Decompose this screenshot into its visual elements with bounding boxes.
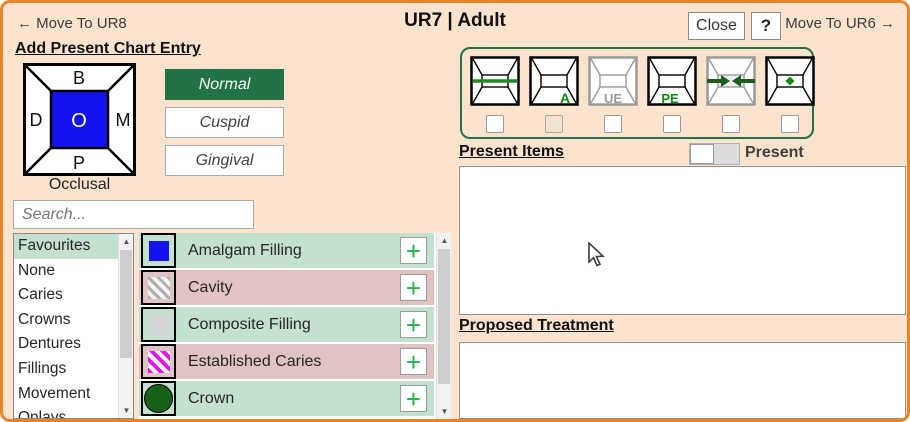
status-checkbox-5[interactable]: [722, 115, 740, 133]
tooth-surface-diagram[interactable]: B D M P O: [23, 63, 136, 176]
scroll-down-icon[interactable]: ▼: [440, 407, 449, 416]
add-established-caries-button[interactable]: +: [400, 348, 427, 375]
tooth-dot-icon[interactable]: [765, 56, 815, 106]
close-button[interactable]: Close: [688, 12, 745, 40]
toggle-knob[interactable]: [690, 144, 714, 164]
status-checkbox-4[interactable]: [663, 115, 681, 133]
add-crown-button[interactable]: +: [400, 385, 427, 412]
surface-mode-gingival-button[interactable]: Gingival: [165, 145, 284, 176]
treatment-row-established-caries[interactable]: Established Caries +: [139, 344, 434, 379]
status-checkbox-2[interactable]: [545, 115, 563, 133]
category-fillings[interactable]: Fillings: [18, 359, 67, 377]
category-dentures[interactable]: Dentures: [18, 335, 81, 353]
category-onlays[interactable]: Onlays: [18, 409, 67, 419]
tooth-line-icon[interactable]: [470, 56, 520, 106]
treatment-label: Crown: [188, 389, 235, 407]
tooth-ue-icon[interactable]: UE: [588, 56, 638, 106]
category-movement[interactable]: Movement: [18, 384, 91, 402]
established-caries-icon: [141, 344, 176, 379]
proposed-treatment-heading: Proposed Treatment: [459, 317, 614, 334]
category-favourites[interactable]: Favourites: [14, 234, 118, 259]
help-button[interactable]: ?: [751, 12, 781, 40]
category-caries[interactable]: Caries: [18, 286, 63, 304]
tooth-arrows-icon[interactable]: [706, 56, 756, 106]
tooth-pe-icon[interactable]: PE: [647, 56, 697, 106]
cavity-icon: [141, 270, 176, 305]
occlusal-surface: [49, 89, 110, 150]
proposed-treatment-list[interactable]: [459, 342, 906, 419]
treatment-row-amalgam-filling[interactable]: Amalgam Filling +: [139, 233, 434, 268]
present-toggle-label: Present: [745, 144, 804, 161]
buccal-label: B: [73, 68, 85, 88]
treatment-row-crown[interactable]: Crown +: [139, 381, 434, 416]
treatment-row-cavity[interactable]: Cavity +: [139, 270, 434, 305]
composite-filling-icon: [141, 307, 176, 342]
scroll-up-icon[interactable]: ▲: [440, 236, 449, 245]
move-to-ur8-link[interactable]: ← Move To UR8: [17, 15, 127, 32]
treatment-scrollbar[interactable]: ▲ ▼: [436, 233, 451, 419]
search-input[interactable]: [13, 200, 254, 229]
svg-text:A: A: [560, 90, 570, 106]
status-checkbox-1[interactable]: [486, 115, 504, 133]
treatment-list: Amalgam Filling + Cavity + Composite Fil…: [139, 233, 451, 419]
present-items-heading: Present Items: [459, 143, 564, 160]
move-to-ur6-link[interactable]: Move To UR6 →: [785, 15, 895, 32]
distal-label: D: [30, 110, 43, 130]
treatment-label: Cavity: [188, 278, 233, 296]
surface-mode-cuspid-button[interactable]: Cuspid: [165, 107, 284, 138]
category-scrollbar[interactable]: ▲ ▼: [118, 234, 133, 418]
treatment-label: Amalgam Filling: [188, 241, 302, 259]
mouse-cursor: [588, 242, 605, 267]
scroll-thumb[interactable]: [438, 249, 450, 384]
status-checkbox-6[interactable]: [781, 115, 799, 133]
svg-text:PE: PE: [661, 91, 679, 106]
add-cavity-button[interactable]: +: [400, 274, 427, 301]
occlusal-label: O: [71, 110, 87, 132]
amalgam-filling-icon: [141, 233, 176, 268]
surface-mode-normal-button[interactable]: Normal: [165, 69, 284, 100]
selected-surface-label: Occlusal: [48, 176, 111, 193]
scroll-up-icon[interactable]: ▲: [122, 237, 131, 246]
category-list: Favourites None Caries Crowns Dentures F…: [13, 233, 134, 419]
svg-text:UE: UE: [604, 91, 622, 106]
present-toggle[interactable]: [689, 143, 740, 165]
treatment-label: Composite Filling: [188, 315, 311, 333]
mesial-label: M: [116, 110, 131, 130]
scroll-thumb[interactable]: [120, 250, 132, 358]
present-items-list[interactable]: [459, 166, 906, 315]
palatal-label: P: [73, 153, 85, 173]
tooth-status-panel: A UE PE: [460, 47, 815, 139]
add-composite-filling-button[interactable]: +: [400, 311, 427, 338]
tooth-a-icon[interactable]: A: [529, 56, 579, 106]
treatment-label: Established Caries: [188, 352, 322, 370]
crown-icon: [141, 381, 176, 416]
category-none[interactable]: None: [18, 261, 56, 279]
scroll-down-icon[interactable]: ▼: [122, 406, 131, 415]
add-present-chart-entry-heading: Add Present Chart Entry: [15, 40, 201, 57]
status-checkbox-3[interactable]: [604, 115, 622, 133]
category-crowns[interactable]: Crowns: [18, 310, 71, 328]
treatment-row-composite-filling[interactable]: Composite Filling +: [139, 307, 434, 342]
add-amalgam-filling-button[interactable]: +: [400, 237, 427, 264]
